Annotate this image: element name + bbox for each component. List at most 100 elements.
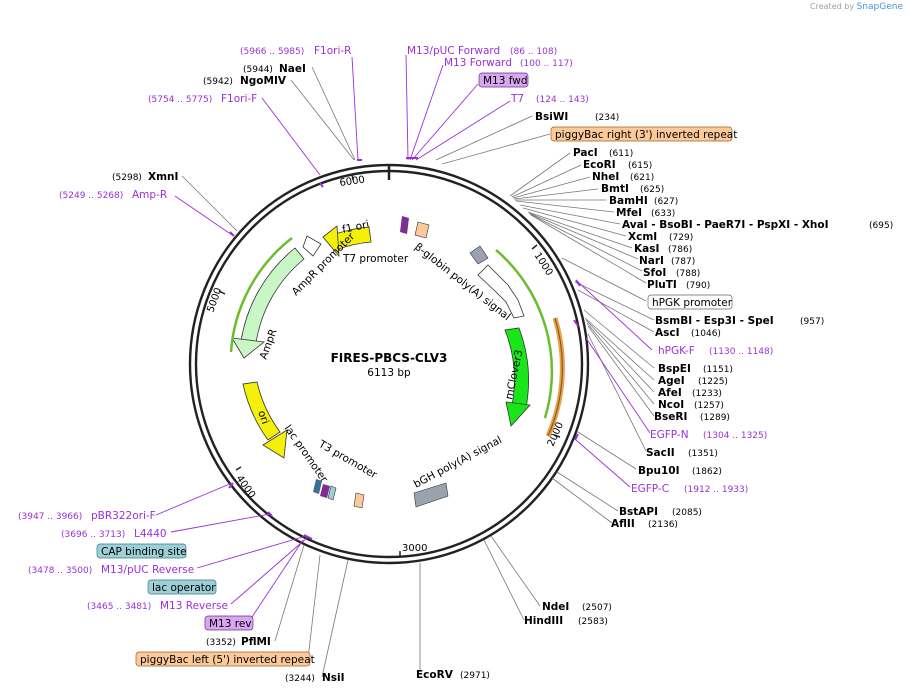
feature-m13-fwd[interactable] bbox=[400, 216, 409, 234]
primer-hpgk-f[interactable]: hPGK-F bbox=[658, 345, 695, 357]
site-xcmi[interactable]: XcmI bbox=[628, 231, 657, 243]
site-bpu10i[interactable]: Bpu10I bbox=[638, 465, 680, 477]
site-xmni[interactable]: XmnI bbox=[148, 171, 178, 183]
site-kasi[interactable]: KasI bbox=[634, 243, 659, 255]
site-bsmbi-group[interactable]: BsmBI - Esp3I - SpeI bbox=[655, 315, 774, 327]
feature-bgh-polya[interactable] bbox=[413, 482, 449, 508]
site-bspei[interactable]: BspEI bbox=[658, 363, 691, 375]
site-ncoi[interactable]: NcoI bbox=[658, 399, 684, 411]
site-pluti[interactable]: PluTI bbox=[647, 279, 677, 291]
primer-t7-pos: (124 .. 143) bbox=[536, 95, 589, 105]
primer-m13-puc-reverse-pos: (3478 .. 3500) bbox=[28, 566, 92, 576]
site-kasi-pos: (786) bbox=[668, 245, 692, 255]
site-bstapi-pos: (2085) bbox=[672, 508, 702, 518]
m13-fwd-box[interactable] bbox=[478, 72, 529, 88]
cap-binding-site-box[interactable] bbox=[96, 543, 187, 559]
feature-lac-promoter-label: lac promoter bbox=[282, 423, 331, 485]
site-nari[interactable]: NarI bbox=[639, 255, 664, 267]
feature-ampr-promoter[interactable] bbox=[302, 235, 322, 257]
site-ndei[interactable]: NdeI bbox=[542, 601, 569, 613]
feature-beta-globin-polya[interactable] bbox=[469, 245, 489, 265]
piggybac-left-box[interactable] bbox=[135, 651, 311, 667]
primer-egfp-n[interactable]: EGFP-N bbox=[650, 429, 689, 441]
site-avai-group[interactable]: AvaI - BsoBI - PaeR7I - PspXI - XhoI bbox=[622, 219, 829, 231]
site-nhei-pos: (621) bbox=[630, 173, 654, 183]
site-pflmi[interactable]: PflMI bbox=[241, 636, 271, 648]
feature-ori-label: ori bbox=[255, 409, 271, 426]
primer-l4440[interactable]: L4440 bbox=[134, 528, 167, 540]
lac-operator-box[interactable] bbox=[147, 579, 217, 595]
site-afei-pos: (1233) bbox=[692, 389, 722, 399]
site-bstapi[interactable]: BstAPI bbox=[619, 506, 658, 518]
site-hindiii-pos: (2583) bbox=[578, 617, 608, 627]
site-bamhi[interactable]: BamHI bbox=[609, 195, 648, 207]
site-asci[interactable]: AscI bbox=[655, 327, 680, 339]
site-aflii[interactable]: AflII bbox=[611, 518, 635, 530]
site-aflii-pos: (2136) bbox=[648, 520, 678, 530]
m13-rev-box[interactable] bbox=[204, 615, 254, 631]
feature-cap-site[interactable] bbox=[313, 479, 322, 494]
primer-m13-puc-forward-pos: (86 .. 108) bbox=[510, 47, 557, 57]
primer-m13-puc-forward[interactable]: M13/pUC Forward bbox=[407, 45, 500, 57]
site-nhei[interactable]: NheI bbox=[592, 171, 619, 183]
feature-ori-arrow bbox=[262, 429, 288, 459]
site-bpu10i-pos: (1862) bbox=[692, 467, 722, 477]
tick-4000 bbox=[235, 466, 242, 471]
site-ecori[interactable]: EcoRI bbox=[583, 159, 616, 171]
primer-m13-forward[interactable]: M13 Forward bbox=[444, 57, 512, 69]
m13-fwd-label: M13 fwd bbox=[483, 75, 528, 87]
connector-lines-right bbox=[419, 115, 655, 672]
feature-m13-rev[interactable] bbox=[327, 485, 337, 501]
credit-created-by: Created by bbox=[810, 2, 855, 11]
primer-m13-forward-pos: (100 .. 117) bbox=[520, 59, 573, 69]
feature-piggybac-right[interactable] bbox=[414, 221, 430, 239]
feature-piggybac-left[interactable] bbox=[353, 492, 365, 509]
primer-egfp-c[interactable]: EGFP-C bbox=[631, 483, 669, 495]
feature-orange-arc-inner bbox=[547, 317, 563, 437]
site-ecorv[interactable]: EcoRV bbox=[416, 669, 454, 681]
site-bseri[interactable]: BseRI bbox=[654, 411, 687, 423]
sites-right: BsiWI (234) PacI (611) EcoRI (615) NheI … bbox=[416, 111, 893, 681]
primer-m13-puc-reverse[interactable]: M13/pUC Reverse bbox=[101, 564, 194, 576]
primer-f1ori-r[interactable]: F1ori-R bbox=[314, 45, 351, 57]
site-afei[interactable]: AfeI bbox=[658, 387, 682, 399]
site-mfei[interactable]: MfeI bbox=[616, 207, 642, 219]
primer-amp-r[interactable]: Amp-R bbox=[132, 189, 167, 201]
primer-egfp-c-pos: (1912 .. 1933) bbox=[684, 485, 748, 495]
piggybac-left-label: piggyBac left (5') inverted repeat bbox=[140, 654, 315, 666]
site-sfoi[interactable]: SfoI bbox=[643, 267, 666, 279]
site-bsiwi[interactable]: BsiWI bbox=[535, 111, 568, 123]
primer-f1ori-f[interactable]: F1ori-F bbox=[221, 93, 257, 105]
feature-ampr-arc bbox=[229, 237, 293, 353]
feature-lac-operator[interactable] bbox=[320, 484, 330, 498]
lac-operator-label: lac operator bbox=[152, 582, 216, 594]
primer-pbr322ori-f[interactable]: pBR322ori-F bbox=[91, 510, 156, 522]
site-agei[interactable]: AgeI bbox=[658, 375, 685, 387]
plasmid-length: 6113 bp bbox=[367, 367, 411, 379]
site-ncoi-pos: (1257) bbox=[694, 401, 724, 411]
site-bmti[interactable]: BmtI bbox=[601, 183, 629, 195]
site-paci[interactable]: PacI bbox=[573, 147, 598, 159]
site-avai-group-pos: (695) bbox=[869, 221, 893, 231]
boxed-labels: M13 fwd piggyBac right (3') inverted rep… bbox=[96, 72, 737, 667]
site-hindiii[interactable]: HindIII bbox=[524, 615, 563, 627]
primer-egfp-n-pos: (1304 .. 1325) bbox=[703, 431, 767, 441]
primer-pbr322ori-f-pos: (3947 .. 3966) bbox=[18, 512, 82, 522]
primer-m13-reverse[interactable]: M13 Reverse bbox=[160, 600, 228, 612]
site-sacii-pos: (1351) bbox=[688, 449, 718, 459]
piggybac-right-box[interactable] bbox=[550, 126, 733, 142]
site-sacii[interactable]: SacII bbox=[646, 447, 675, 459]
primer-lines bbox=[155, 54, 653, 621]
feature-hpgk-promoter[interactable] bbox=[477, 264, 525, 319]
site-ecori-pos: (615) bbox=[628, 161, 652, 171]
primer-t7[interactable]: T7 bbox=[510, 93, 524, 105]
site-naei[interactable]: NaeI bbox=[279, 63, 306, 75]
feature-ori-body[interactable] bbox=[242, 381, 281, 441]
site-nsii[interactable]: NsiI bbox=[322, 672, 345, 684]
site-mfei-pos: (633) bbox=[651, 209, 675, 219]
site-ngomiv[interactable]: NgoMIV bbox=[240, 75, 287, 87]
feature-f1-ori-label: f1 ori bbox=[341, 219, 370, 236]
m13-rev-label: M13 rev bbox=[209, 618, 252, 630]
hpgk-promoter-box[interactable] bbox=[647, 294, 733, 310]
feature-mclover3-arrow bbox=[505, 401, 531, 427]
